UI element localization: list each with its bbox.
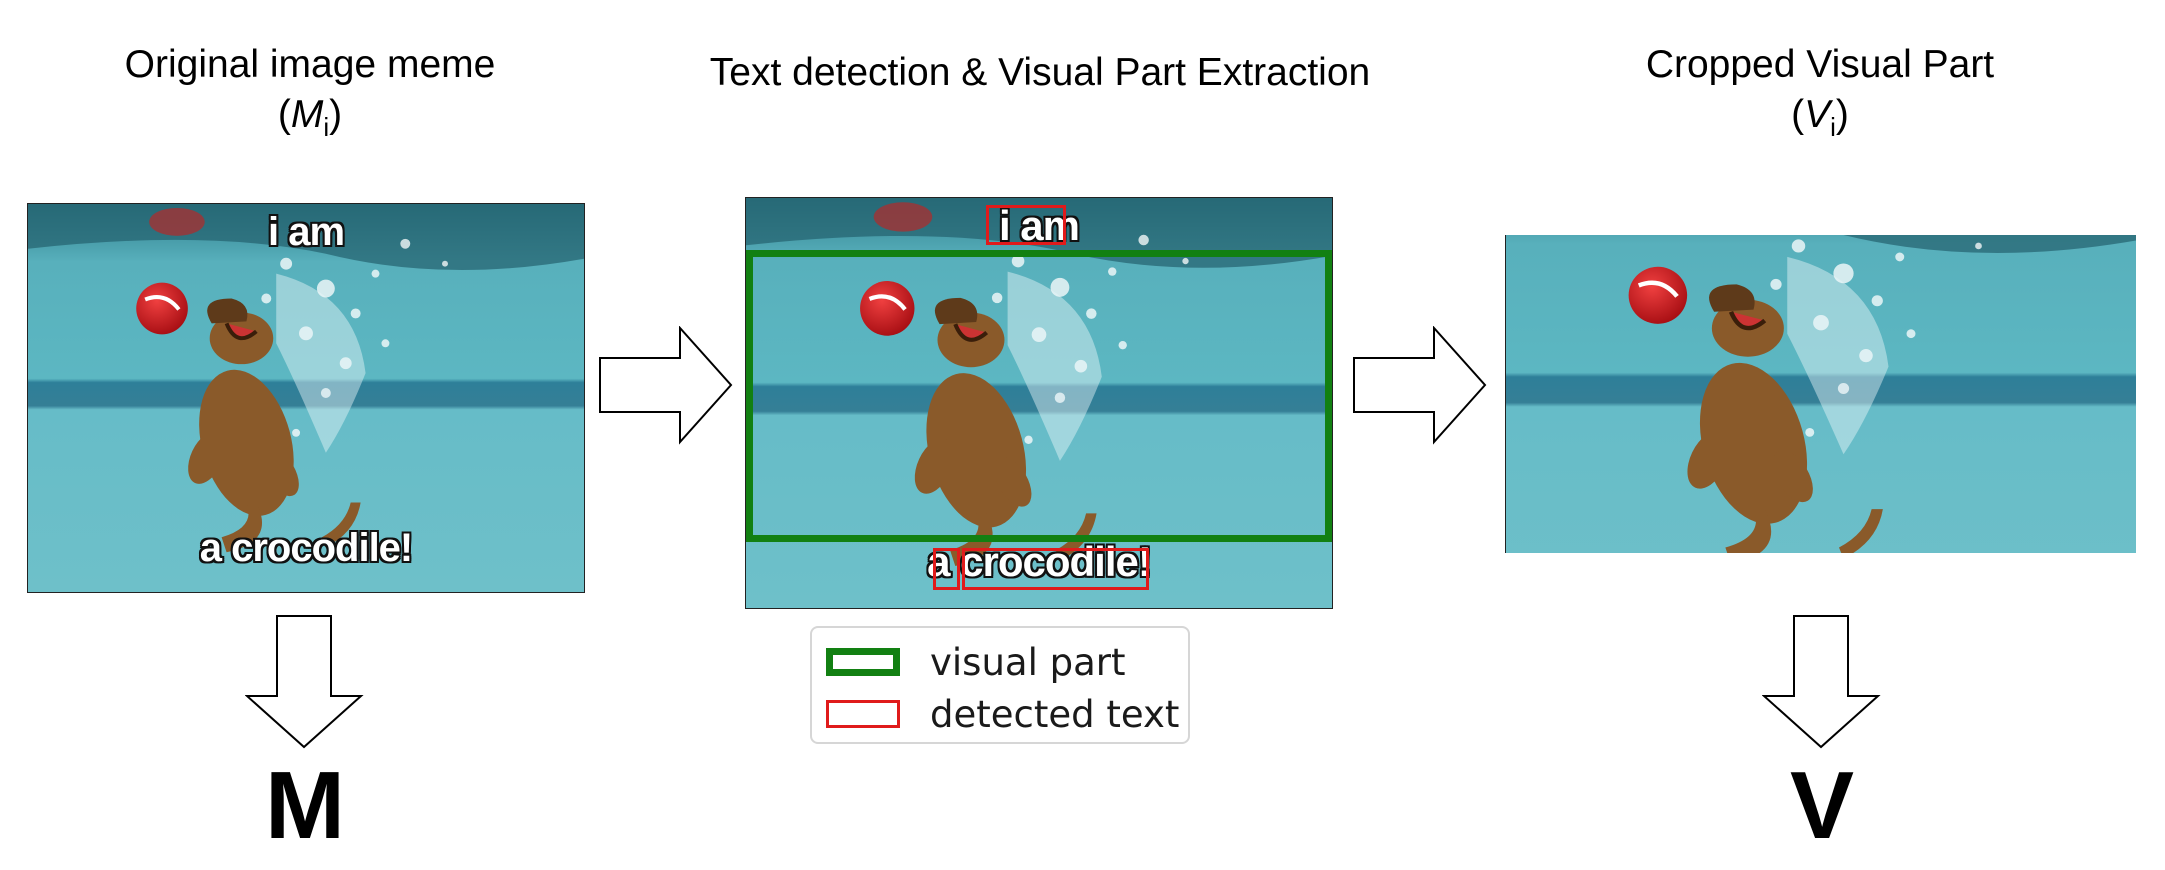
right-arrow-icon [599, 326, 733, 445]
down-arrow-icon [245, 615, 364, 749]
original-meme-image: i am a crocodile! [27, 203, 585, 593]
cropped-scene [1506, 235, 2136, 553]
visual-part-box [746, 250, 1332, 542]
detected-text-box-word1 [933, 548, 960, 590]
legend-swatch-detected-text [826, 700, 900, 728]
legend-item-detected-text: detected text [826, 692, 1180, 736]
meme-bottom-text: a crocodile! [199, 526, 414, 570]
right-arrow-icon [1353, 326, 1487, 445]
cropped-visual-part-image [1505, 235, 2136, 553]
legend-item-visual-part: visual part [826, 640, 1126, 684]
legend-label-detected-text: detected text [930, 692, 1180, 736]
detection-bottom-word2: crocodile! [960, 538, 1152, 585]
output-m: M [265, 752, 345, 859]
detection-bottom-text: a crocodile! [746, 538, 1332, 586]
heading-cropped-symbol: (Vi) [1791, 93, 1849, 142]
down-arrow-icon [1762, 615, 1881, 749]
legend: visual part detected text [810, 626, 1190, 744]
legend-label-visual-part: visual part [930, 640, 1126, 684]
meme-top-text: i am [267, 210, 345, 254]
heading-original-title: Original image meme [124, 43, 496, 86]
heading-cropped: Cropped Visual Part (Vi) [1560, 40, 2080, 152]
heading-detection: Text detection & Visual Part Extraction [620, 48, 1460, 98]
legend-swatch-visual-part [826, 648, 900, 676]
detected-text-box-top [986, 205, 1066, 245]
output-v: V [1789, 752, 1855, 859]
detection-top-text: i am [998, 202, 1080, 249]
heading-original-symbol: (Mi) [277, 93, 343, 142]
detection-image: i am a crocodile! [745, 197, 1333, 609]
detected-text-box-word2 [962, 548, 1149, 590]
heading-original: Original image meme (Mi) [80, 40, 540, 152]
heading-cropped-title: Cropped Visual Part [1645, 43, 1995, 86]
heading-detection-title: Text detection & Visual Part Extraction [709, 51, 1371, 94]
